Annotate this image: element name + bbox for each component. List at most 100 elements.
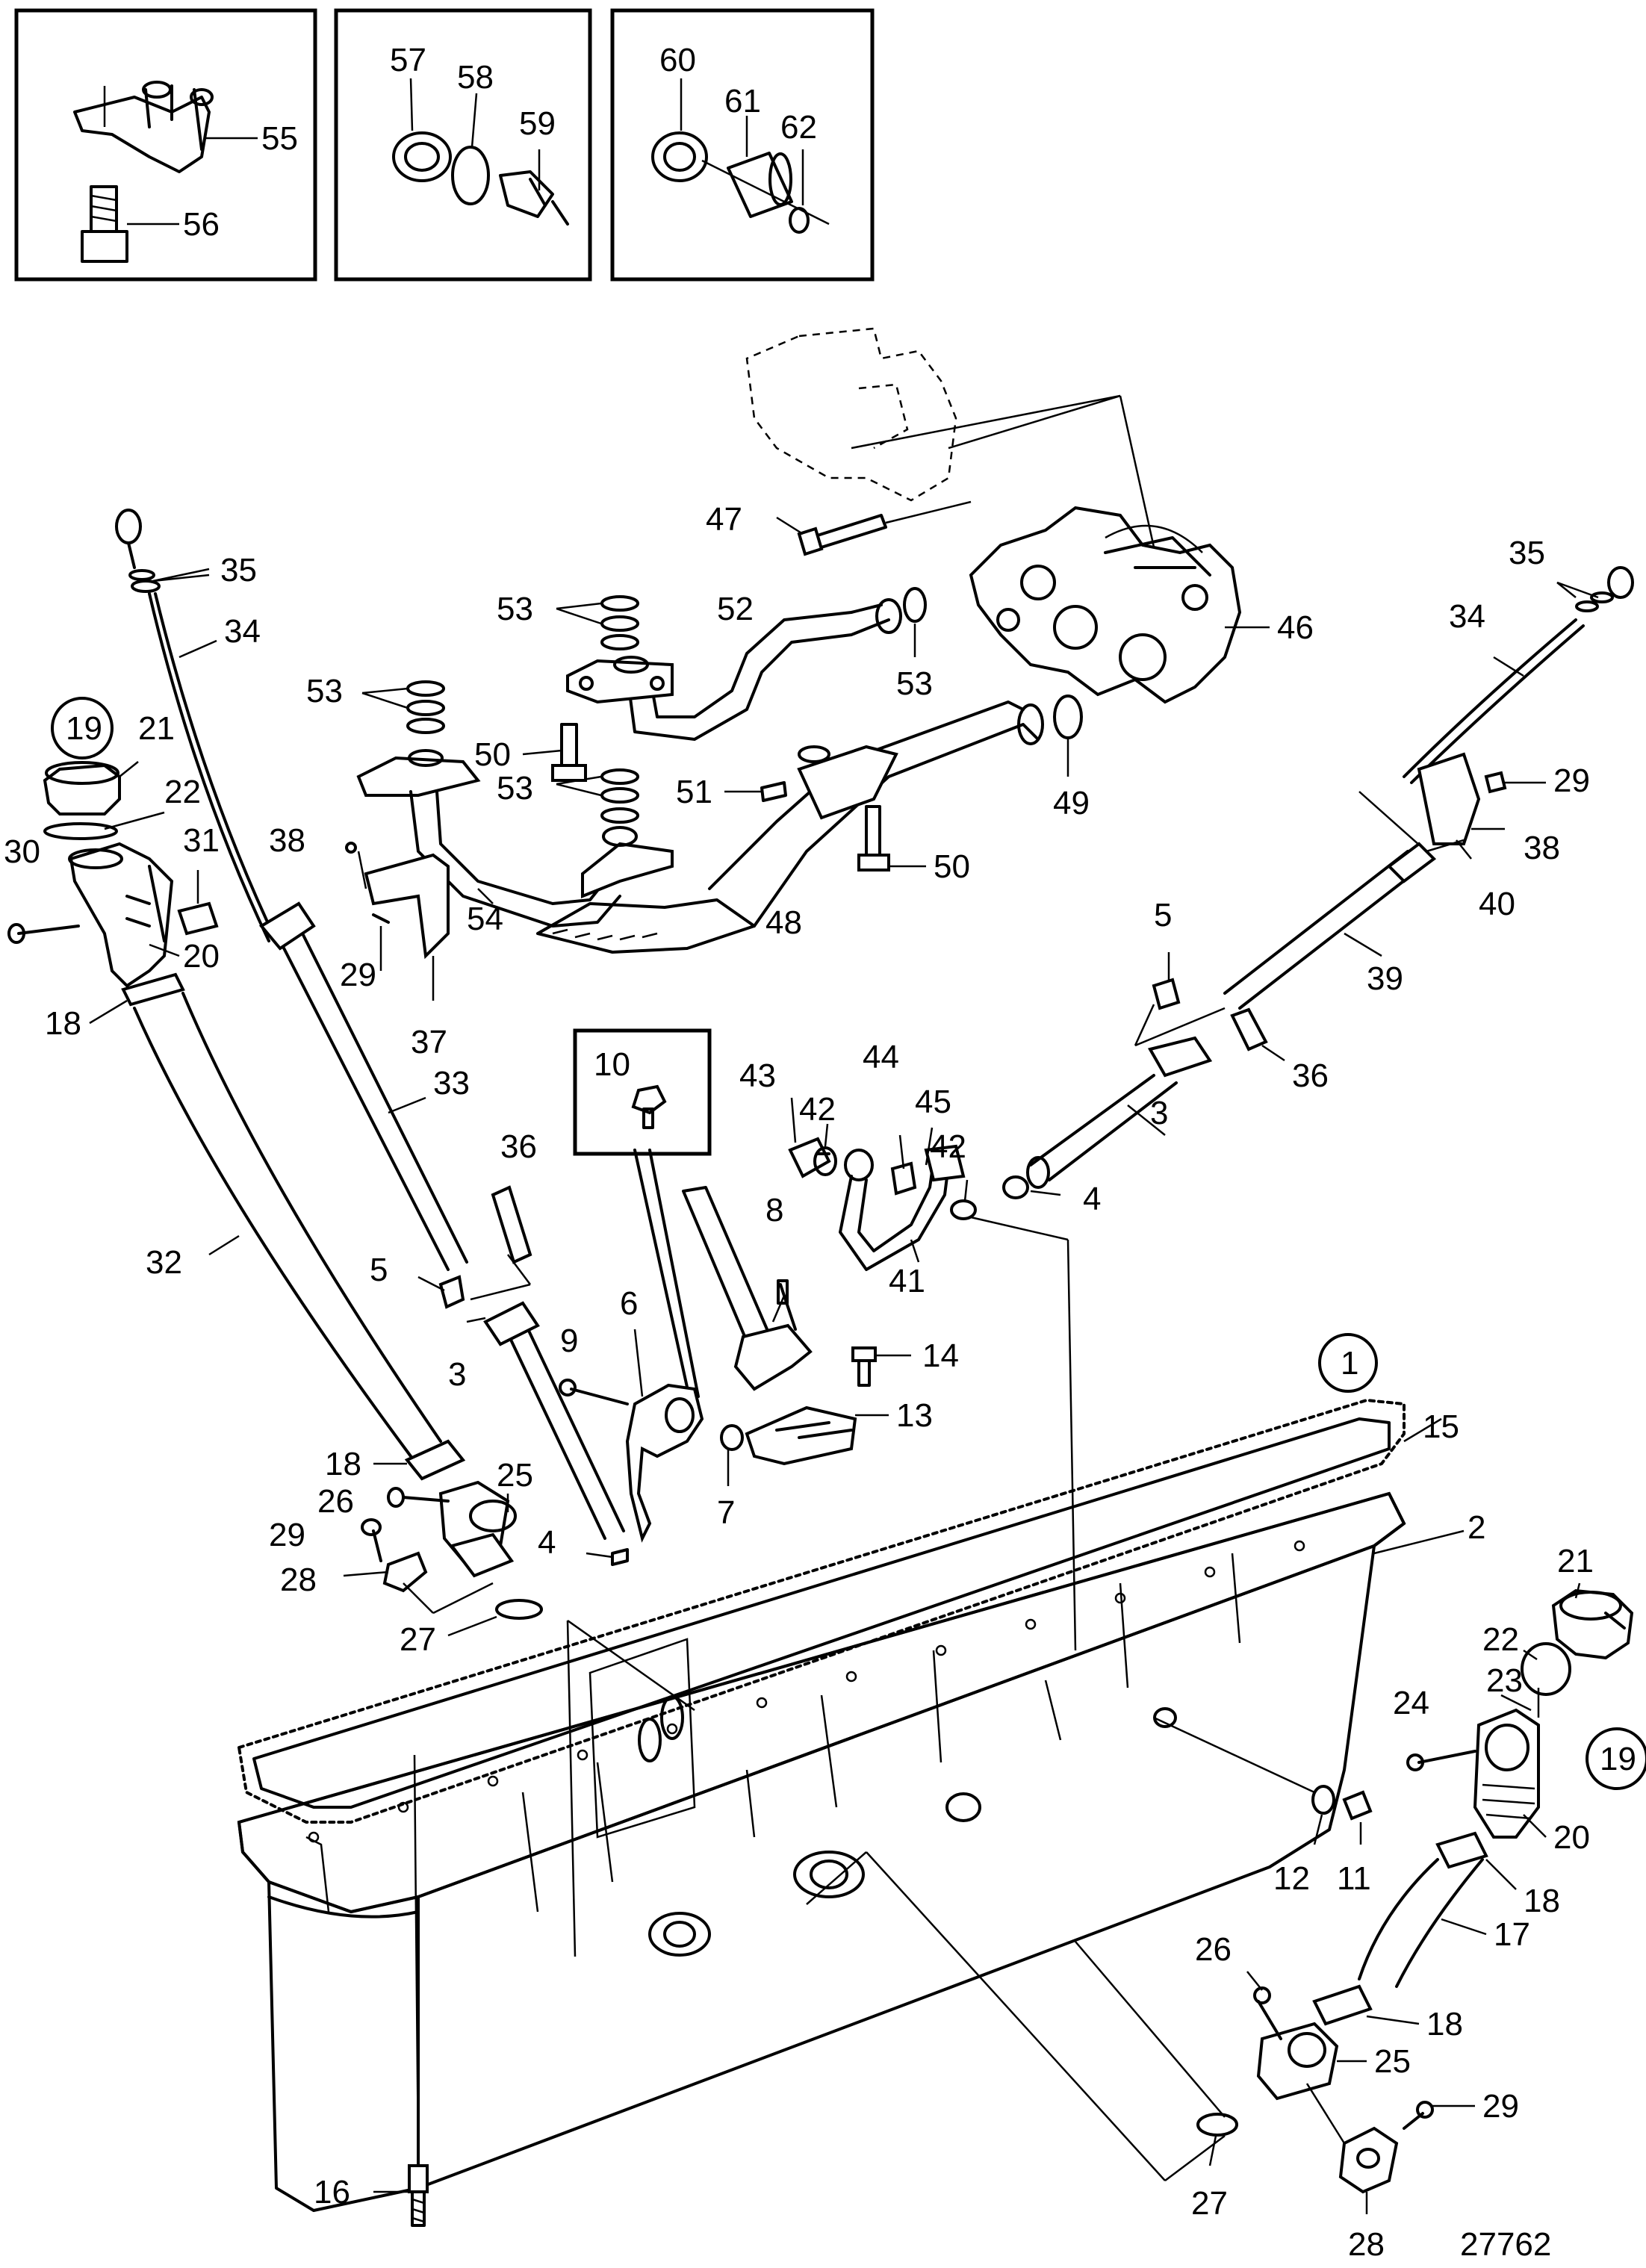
inset-box-bracket bbox=[14, 8, 317, 282]
callout-47: 47 bbox=[706, 501, 742, 538]
callout-1: 1 bbox=[1341, 1345, 1358, 1382]
callout-55: 55 bbox=[261, 120, 298, 157]
callout-29-bracket: 29 bbox=[340, 957, 376, 993]
callout-9: 9 bbox=[560, 1323, 578, 1359]
callout-34-right: 34 bbox=[1449, 598, 1485, 635]
callout-18-left-bottom: 18 bbox=[325, 1446, 361, 1482]
inset-box-10 bbox=[573, 1028, 712, 1405]
callout-22-right: 22 bbox=[1482, 1621, 1519, 1658]
callout-8: 8 bbox=[765, 1192, 783, 1228]
connector-left bbox=[343, 1439, 543, 1637]
callout-42-right: 42 bbox=[930, 1128, 966, 1165]
bolt-47 bbox=[776, 500, 972, 556]
suction-pipe-48 bbox=[536, 695, 1083, 954]
callout-44: 44 bbox=[863, 1039, 899, 1075]
callout-36-right: 36 bbox=[1292, 1057, 1329, 1094]
callout-23: 23 bbox=[1486, 1662, 1523, 1699]
callout-25-right: 25 bbox=[1374, 2043, 1411, 2080]
inset-box-plug bbox=[610, 8, 875, 282]
callout-20-left: 20 bbox=[183, 938, 220, 975]
pipe-54 bbox=[356, 749, 674, 928]
callout-56: 56 bbox=[183, 206, 220, 243]
callout-49: 49 bbox=[1053, 785, 1090, 821]
oil-pump bbox=[969, 506, 1270, 704]
callout-29-right: 29 bbox=[1482, 2088, 1519, 2125]
washers-53 bbox=[361, 595, 916, 824]
callout-33: 33 bbox=[433, 1065, 470, 1102]
bolt-50-right bbox=[857, 805, 926, 872]
callout-4-right: 4 bbox=[1083, 1181, 1101, 1217]
callout-19-left: 19 bbox=[66, 710, 102, 747]
callout-14: 14 bbox=[922, 1338, 959, 1374]
callout-27-left: 27 bbox=[400, 1621, 436, 1658]
callout-3-left: 3 bbox=[448, 1356, 466, 1393]
callout-48: 48 bbox=[765, 904, 802, 941]
callout-18-left-top: 18 bbox=[45, 1005, 81, 1042]
callout-27-right: 27 bbox=[1191, 2185, 1228, 2222]
callout-41: 41 bbox=[889, 1263, 925, 1299]
leader-pan-connector bbox=[566, 1619, 1166, 2181]
callout-35-right: 35 bbox=[1509, 535, 1545, 571]
dipstick-tube-left bbox=[417, 1185, 629, 1566]
callout-25-left: 25 bbox=[497, 1457, 533, 1494]
callout-59: 59 bbox=[519, 105, 556, 142]
callout-37: 37 bbox=[411, 1024, 447, 1060]
callout-26-left: 26 bbox=[317, 1483, 354, 1520]
callout-58: 58 bbox=[457, 59, 494, 96]
callout-13: 13 bbox=[896, 1397, 933, 1434]
callout-43: 43 bbox=[739, 1057, 776, 1094]
callout-18-right-bottom: 18 bbox=[1426, 2006, 1463, 2042]
callout-51: 51 bbox=[676, 774, 712, 810]
callout-57: 57 bbox=[390, 42, 426, 78]
callout-45: 45 bbox=[915, 1084, 951, 1120]
callout-38-right: 38 bbox=[1524, 830, 1560, 866]
callout-53-mid: 53 bbox=[497, 770, 533, 807]
callout-24: 24 bbox=[1393, 1685, 1429, 1721]
callout-53-left: 53 bbox=[306, 673, 343, 709]
callout-12: 12 bbox=[1273, 1860, 1310, 1897]
callout-10: 10 bbox=[594, 1046, 630, 1083]
drain-plug-16 bbox=[373, 1754, 429, 2227]
callout-4-left: 4 bbox=[538, 1524, 556, 1561]
oil-pipe-41 bbox=[788, 1097, 1077, 1651]
plug-11 bbox=[1153, 1716, 1373, 1845]
dipstick-tube-right bbox=[1002, 952, 1285, 1199]
callout-3-right: 3 bbox=[1150, 1095, 1168, 1131]
callout-28-left: 28 bbox=[280, 1562, 317, 1598]
callout-5-right: 5 bbox=[1154, 897, 1172, 933]
callout-42-left: 42 bbox=[799, 1091, 836, 1128]
engine-block-outline bbox=[745, 327, 1167, 598]
callout-53-top: 53 bbox=[497, 591, 533, 627]
drawing-number: 27762 bbox=[1460, 2226, 1551, 2263]
oil-pan bbox=[237, 1399, 1465, 2212]
filler-right bbox=[1075, 1582, 1646, 2214]
callout-31: 31 bbox=[183, 822, 220, 859]
callout-21-right: 21 bbox=[1557, 1543, 1594, 1579]
callout-5-left: 5 bbox=[370, 1252, 388, 1288]
callout-60: 60 bbox=[659, 42, 696, 78]
bracket-37 bbox=[345, 842, 450, 1001]
callout-30: 30 bbox=[4, 833, 40, 870]
callout-11: 11 bbox=[1337, 1860, 1371, 1897]
bolt-50-left bbox=[522, 723, 587, 782]
filler-left bbox=[7, 697, 442, 1458]
callout-40: 40 bbox=[1479, 886, 1515, 922]
callout-35-left: 35 bbox=[220, 552, 257, 588]
callout-29-left: 29 bbox=[269, 1517, 305, 1553]
callout-22-left: 22 bbox=[164, 774, 201, 810]
callout-6: 6 bbox=[620, 1285, 638, 1322]
dipstick-right bbox=[1223, 566, 1634, 1010]
callout-2: 2 bbox=[1468, 1509, 1485, 1546]
callout-29-dipstick: 29 bbox=[1553, 762, 1590, 799]
rim-bolt-holes bbox=[308, 1540, 1305, 1843]
callout-50-right: 50 bbox=[934, 848, 970, 885]
callout-39: 39 bbox=[1367, 960, 1403, 997]
baffle-assembly bbox=[559, 1186, 911, 1543]
callout-53-right: 53 bbox=[896, 665, 933, 702]
callout-20-right: 20 bbox=[1553, 1819, 1590, 1856]
callout-34-left: 34 bbox=[224, 613, 261, 650]
callout-38-left: 38 bbox=[269, 822, 305, 859]
pipe-52 bbox=[566, 587, 927, 741]
callout-16: 16 bbox=[314, 2174, 350, 2210]
